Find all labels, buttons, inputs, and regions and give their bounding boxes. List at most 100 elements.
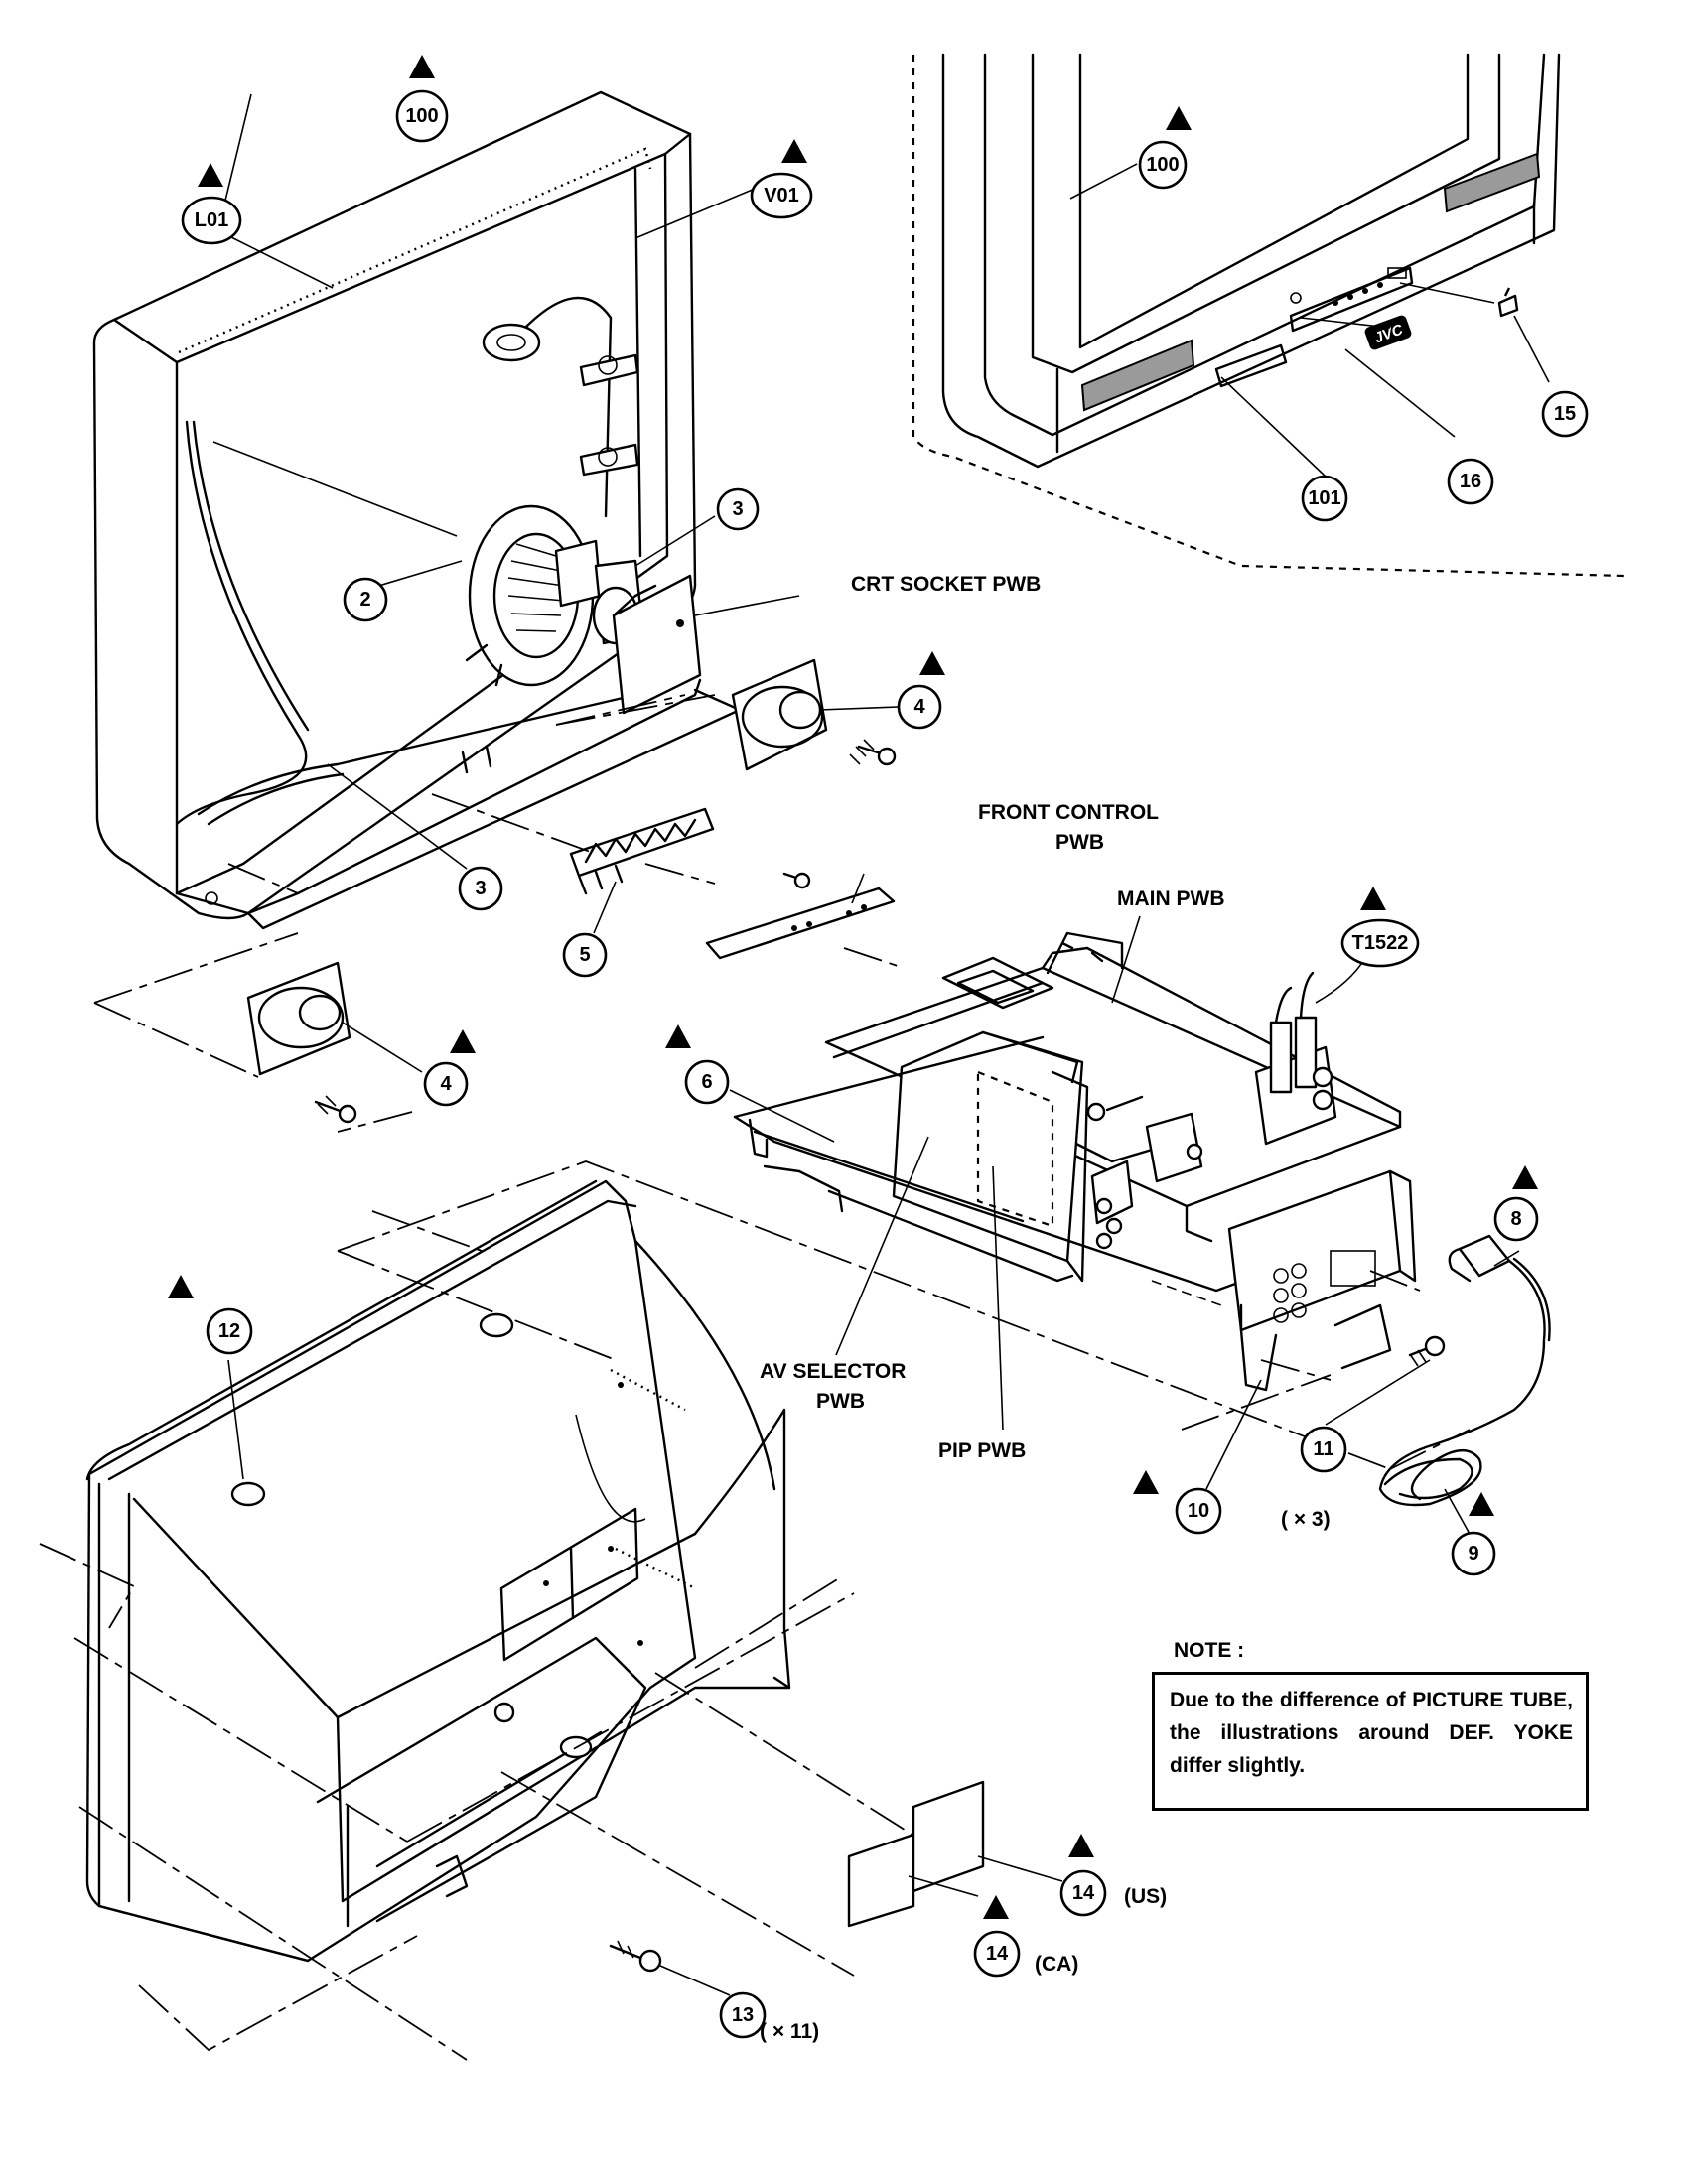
callout-5: 5 [562,932,608,978]
svg-text:!: ! [179,1283,184,1299]
warning-triangle-icon: ! [450,1029,476,1054]
label-sticker-ca [847,1833,915,1928]
svg-text:3: 3 [475,878,486,899]
svg-text:16: 16 [1460,471,1481,492]
svg-text:T1522: T1522 [1352,932,1409,954]
svg-text:4: 4 [913,696,925,718]
inset-speaker-grille-right [1443,152,1541,213]
svg-text:!: ! [420,63,425,79]
svg-text:12: 12 [218,1320,240,1342]
flyback-transformer-T1522 [1254,957,1366,1146]
label-pip-pwb: PIP PWB [938,1439,1026,1462]
label-front-control-line2: PWB [1055,831,1104,854]
callout-15: 15 [1541,390,1589,438]
crt-socket-pwb [612,574,702,715]
callout-3-lower: 3 [458,866,503,911]
inset-control-panel [1289,266,1414,333]
callout-10: 10 [1175,1487,1222,1535]
label-qty-part-13: ( × 11) [760,2020,819,2043]
svg-text:!: ! [1371,894,1376,911]
svg-text:14: 14 [986,1943,1009,1965]
callout-16: 16 [1447,458,1494,505]
inset-screen [1078,53,1470,349]
callout-4-left: 4 [423,1061,469,1107]
rear-cover-fuse-holder [493,1702,515,1723]
svg-text:10: 10 [1188,1500,1209,1522]
callout-14-ca: 14 [973,1930,1021,1978]
safety-warning-symbols: ! ! ! ! ! ! ! ! ! ! ! ! ! ! [168,55,1538,1920]
note-text: Due to the difference of PICTURE TUBE, t… [1170,1689,1573,1777]
rear-cover-outline [85,1179,697,1963]
svg-text:!: ! [676,1032,681,1049]
svg-text:5: 5 [579,944,590,966]
svg-text:14: 14 [1072,1882,1095,1904]
callout-100-inset: 100 [1138,140,1188,190]
svg-text:!: ! [1479,1500,1484,1517]
label-sticker-us [912,1780,985,1893]
svg-text:101: 101 [1308,487,1340,509]
svg-text:13: 13 [732,2004,754,2026]
svg-text:15: 15 [1554,403,1576,425]
label-main-pwb: MAIN PWB [1117,887,1225,910]
warning-triangle-icon: ! [983,1895,1009,1920]
callout-3-upper: 3 [716,487,760,531]
svg-text:100: 100 [1146,154,1179,176]
callout-12: 12 [206,1307,253,1355]
svg-text:3: 3 [732,498,743,520]
warning-triangle-icon: ! [409,55,435,79]
rear-cover [39,1179,1063,2061]
callout-4-right: 4 [897,684,942,730]
inset-border-dashed [912,55,1625,578]
warning-triangle-icon: ! [1512,1165,1538,1190]
warning-triangle-icon: ! [1068,1834,1094,1858]
main-chassis [729,915,1446,1490]
callout-101: 101 [1301,475,1348,522]
inset-control-door [1214,343,1288,388]
inset-cabinet-outline [941,53,1561,469]
svg-text:L01: L01 [195,209,228,231]
inset-power-led [1290,292,1302,304]
part-labels: CRT SOCKET PWB FRONT CONTROL PWB MAIN PW… [760,573,1331,2043]
svg-text:!: ! [1079,1842,1084,1858]
inset-speaker-grille-left [1080,339,1195,412]
svg-text:!: ! [1177,114,1182,131]
jvc-logo-badge: JVC [1364,315,1412,350]
warning-triangle-icon: ! [1469,1492,1494,1517]
svg-text:11: 11 [1313,1438,1333,1460]
label-qty-part-11: ( × 3) [1281,1508,1331,1531]
label-av-selector-line2: PWB [816,1390,865,1413]
svg-text:!: ! [994,1903,999,1920]
svg-text:!: ! [792,147,797,164]
callout-11: 11 [1300,1426,1347,1473]
note-title: NOTE : [1174,1639,1245,1662]
speaker-left [246,961,423,1124]
svg-text:!: ! [1144,1478,1149,1495]
svg-text:!: ! [209,171,213,188]
svg-text:V01: V01 [764,185,799,206]
cabinet-wire-harness [175,420,308,826]
part-callouts: 100 L01 V01 3 2 3 4 4 5 6 T1522 8 9 10 1… [181,89,1589,2039]
front-view-inset: JVC [912,53,1625,578]
pip-pwb [976,1070,1054,1228]
svg-text:!: ! [930,659,935,676]
callout-V01: V01 [750,172,813,219]
svg-text:100: 100 [405,105,438,127]
svg-text:!: ! [461,1037,466,1054]
warning-triangle-icon: ! [168,1275,194,1299]
callout-9: 9 [1451,1531,1496,1576]
callout-14-us: 14 [1059,1869,1107,1917]
svg-text:4: 4 [440,1073,452,1095]
anode-cap [482,323,541,362]
svg-text:6: 6 [701,1071,712,1093]
def-yoke-assembly [465,504,645,687]
svg-text:!: ! [1523,1173,1528,1190]
warning-triangle-icon: ! [198,163,223,188]
callout-6: 6 [684,1059,730,1105]
callout-2: 2 [343,577,388,622]
assembly-guide-lines [93,694,1471,1470]
warning-triangle-icon: ! [1133,1470,1159,1495]
label-av-selector-line1: AV SELECTOR [760,1360,906,1383]
callout-100-cabinet: 100 [395,89,449,143]
front-control-pwb [705,873,896,960]
